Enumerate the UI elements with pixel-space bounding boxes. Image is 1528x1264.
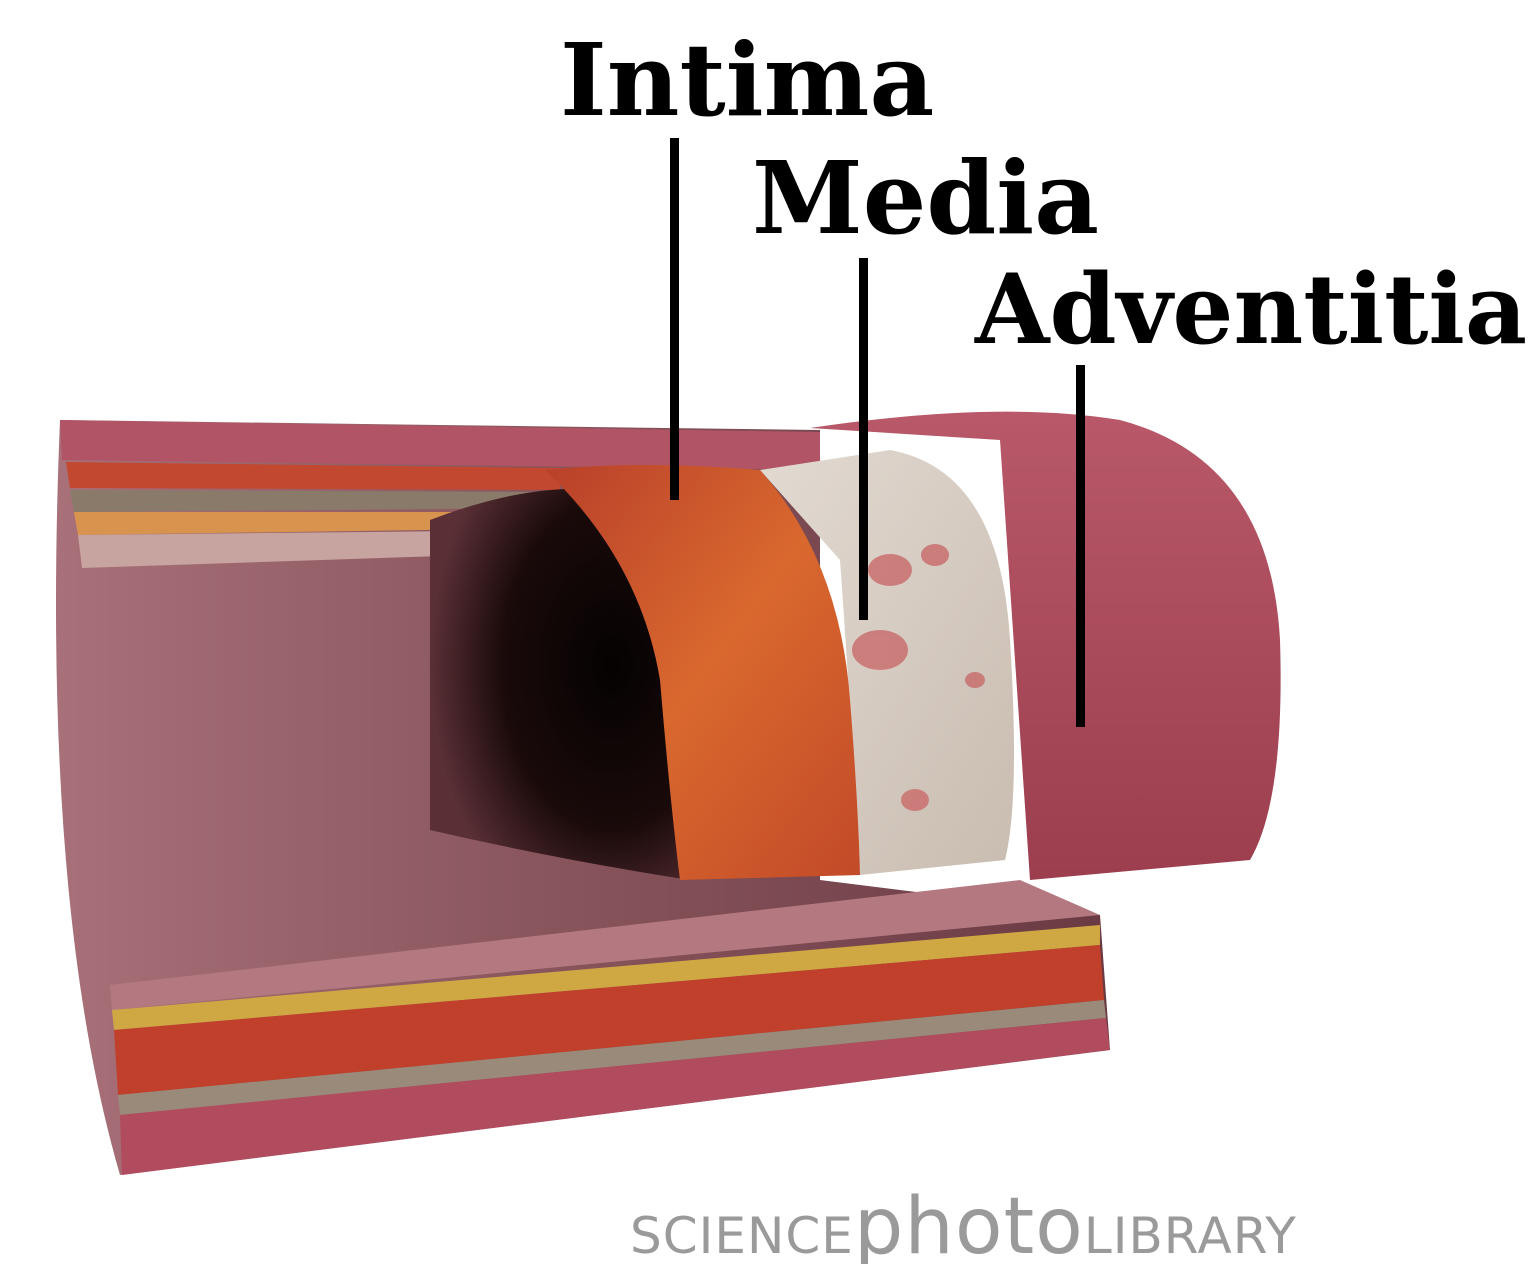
intima-leader-line (670, 138, 679, 500)
watermark-part1: SCIENCE (630, 1207, 854, 1264)
media-label: Media (752, 148, 1099, 248)
watermark-part3: LIBRARY (1084, 1207, 1297, 1264)
adventitia-label: Adventitia (975, 262, 1527, 358)
intima-label: Intima (560, 30, 934, 130)
adventitia-leader-line (1076, 365, 1085, 727)
watermark: SCIENCEphotoLIBRARY (630, 1188, 1297, 1264)
watermark-part2: photo (854, 1182, 1084, 1264)
media-leader-line (859, 258, 868, 620)
